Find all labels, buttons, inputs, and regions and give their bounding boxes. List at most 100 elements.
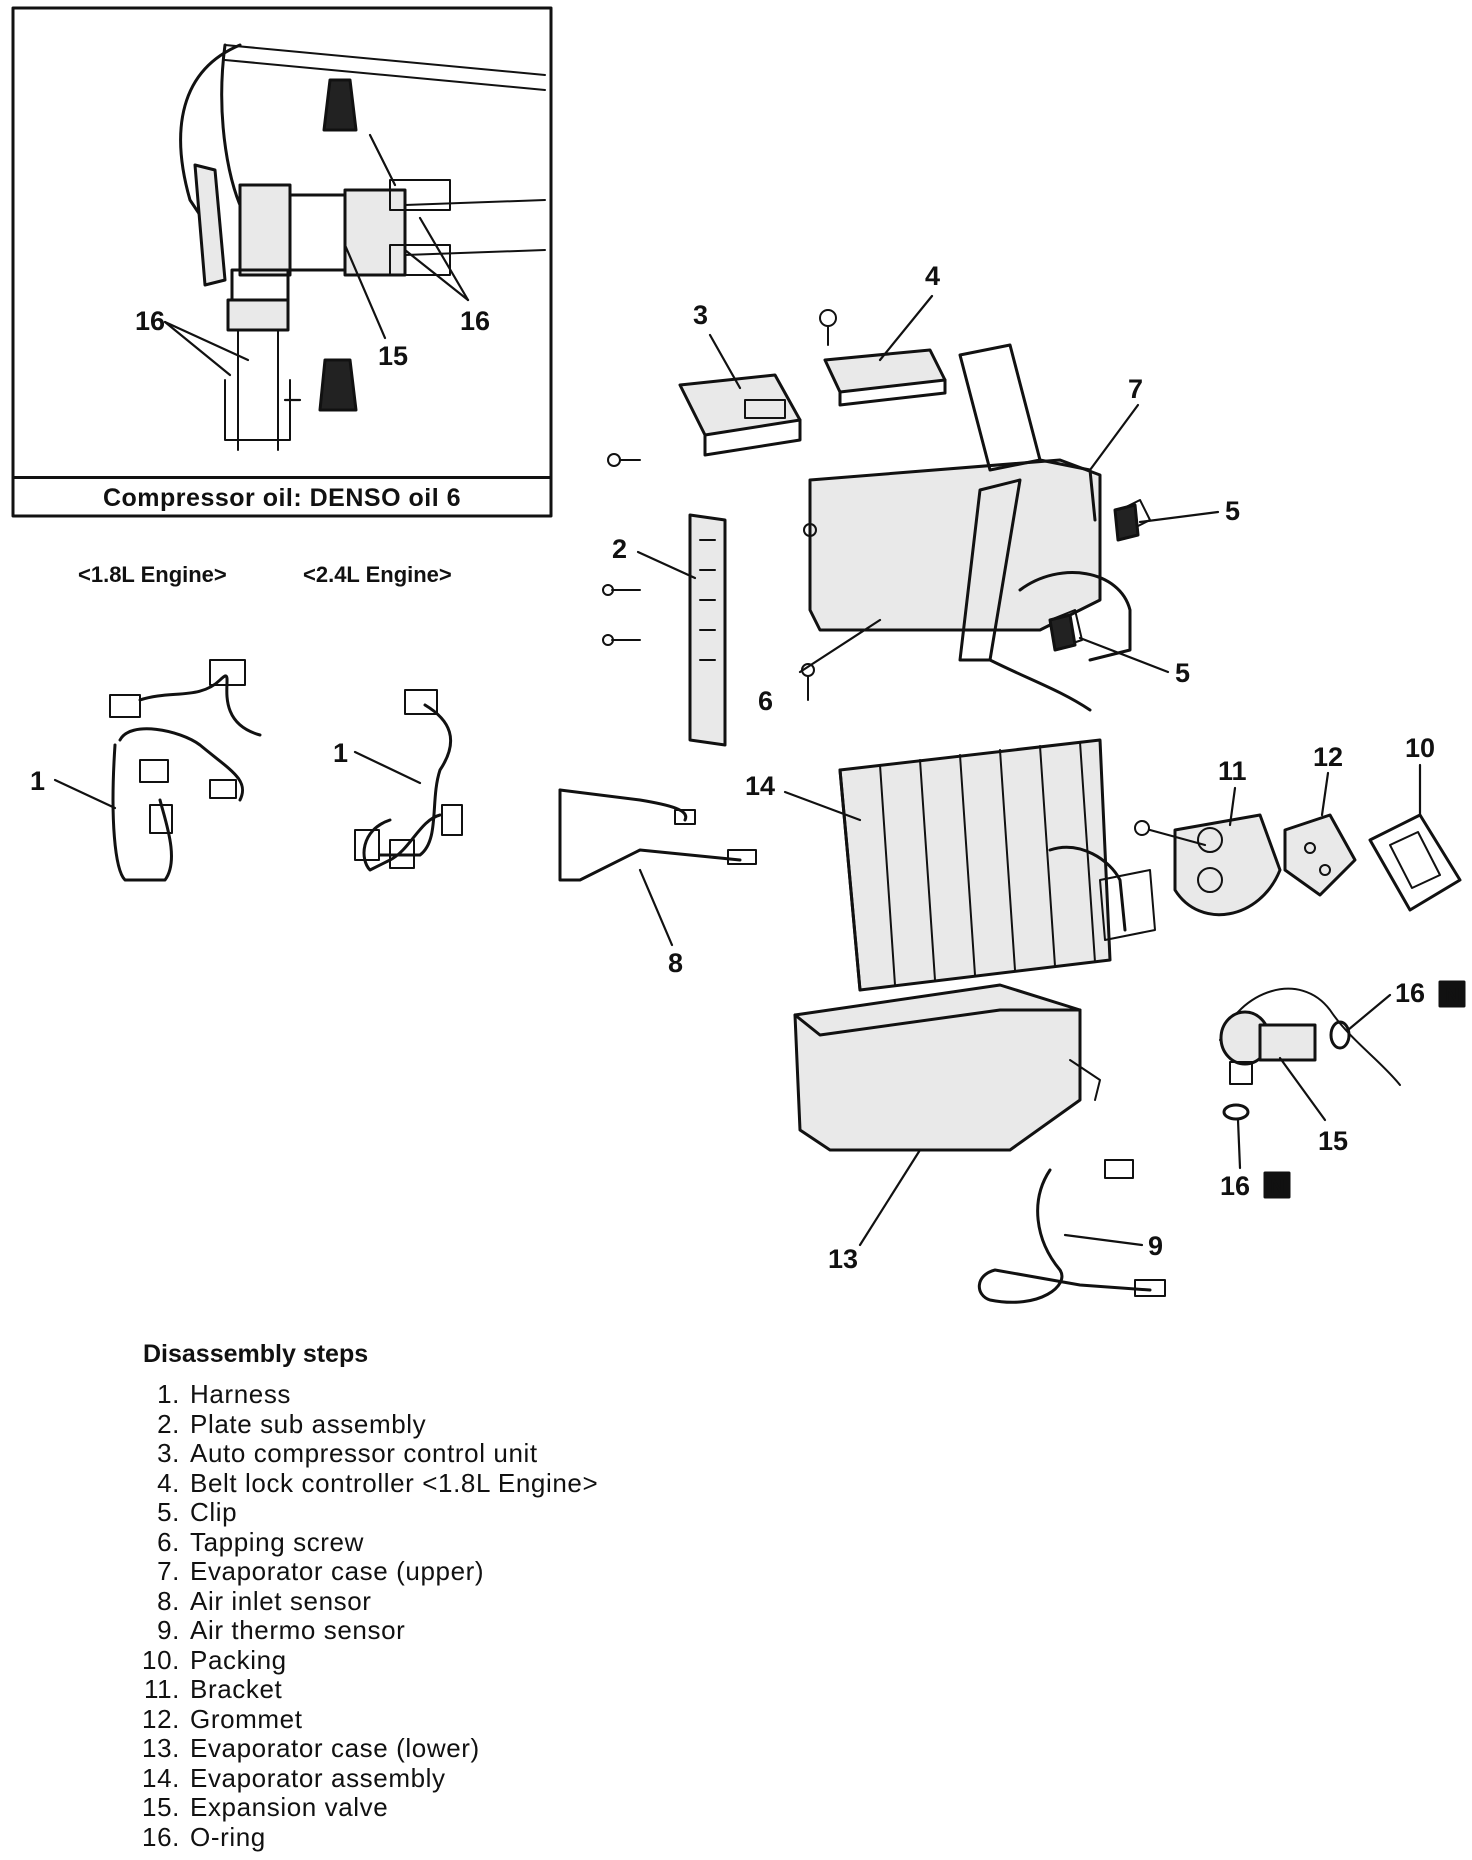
- step-text: Plate sub assembly: [190, 1408, 427, 1439]
- step-text: Evaporator assembly: [190, 1762, 446, 1793]
- clip-upper-illustration: [1113, 503, 1140, 542]
- packing-illustration: [1368, 813, 1462, 912]
- inset-caption: Compressor oil: DENSO oil 6: [13, 476, 551, 516]
- label-8: 8: [668, 948, 683, 978]
- air-thermo-sensor-illustration: [977, 1159, 1166, 1304]
- inset-expansion-valve-illustration: [179, 43, 546, 451]
- step-text: Evaporator case (upper): [190, 1556, 485, 1586]
- callout-8: 8: [638, 868, 683, 978]
- step-text: O-ring: [190, 1821, 266, 1852]
- callout-13: 13: [828, 1148, 922, 1274]
- inset-callout-15: 15: [343, 243, 408, 371]
- step-number: 12.: [142, 1703, 180, 1734]
- label-5-upper: 5: [1225, 496, 1240, 526]
- step-item: 4.Belt lock controller <1.8L Engine>: [130, 1467, 598, 1499]
- label-1-left: 1: [30, 766, 45, 796]
- callout-16-valve-bottom: 16 N: [1220, 1118, 1291, 1201]
- step-item: 10. Packing: [130, 1644, 598, 1676]
- callout-7: 7: [1088, 374, 1143, 472]
- step-item: 15.Expansion valve: [130, 1792, 598, 1823]
- step-number: 2.: [157, 1408, 180, 1439]
- label-6: 6: [758, 686, 773, 716]
- step-text: Packing: [190, 1644, 287, 1675]
- label-16-valve-right: 16: [1395, 978, 1425, 1008]
- plate-sub-assembly-illustration: [602, 513, 727, 747]
- step-item: 5.Clip: [130, 1497, 598, 1528]
- new-part-badge-right-letter: N: [1445, 985, 1459, 1007]
- callout-5-upper: 5: [1138, 496, 1240, 526]
- expansion-valve-illustration: [1219, 987, 1401, 1121]
- callout-9: 9: [1063, 1231, 1163, 1261]
- evaporator-case-upper-illustration: [801, 343, 1151, 712]
- engine-label-1.8l: <1.8L Engine>: [78, 562, 227, 587]
- callout-14: 14: [745, 771, 862, 822]
- callout-12: 12: [1313, 742, 1343, 817]
- callout-1-left: 1: [30, 766, 117, 810]
- step-item: 12. Grommet: [130, 1703, 598, 1735]
- step-text: Air thermo sensor: [190, 1615, 406, 1645]
- step-item: 16. O-ring: [130, 1821, 598, 1853]
- label-5-lower: 5: [1175, 658, 1190, 688]
- step-item: 11.Bracket: [130, 1674, 598, 1705]
- callout-5-lower: 5: [1078, 636, 1190, 688]
- step-number: 5.: [157, 1497, 180, 1527]
- label-12: 12: [1313, 742, 1343, 772]
- callout-2: 2: [612, 534, 697, 580]
- label-14: 14: [745, 771, 775, 801]
- step-number: 15.: [142, 1792, 180, 1822]
- step-number: 3.: [157, 1438, 180, 1468]
- callout-6: 6: [758, 618, 882, 716]
- step-number: 13.: [142, 1733, 180, 1763]
- step-item: 3.Auto compressor control unit: [130, 1438, 598, 1469]
- step-item: 9. Air thermo sensor: [130, 1615, 598, 1646]
- callout-16-valve-right: 16 N: [1346, 978, 1466, 1032]
- label-9: 9: [1148, 1231, 1163, 1261]
- clip-lower-illustration: [1048, 613, 1077, 652]
- inset-callout-16-left: 16: [135, 306, 250, 377]
- step-item: 14. Evaporator assembly: [130, 1762, 598, 1794]
- step-number: 16.: [142, 1821, 180, 1852]
- inset-label-15: 15: [378, 341, 408, 371]
- step-text: Air inlet sensor: [190, 1585, 372, 1616]
- evaporator-case-lower-illustration: [793, 983, 1101, 1152]
- callout-11: 11: [1148, 756, 1247, 847]
- new-part-badge-right: [1438, 980, 1466, 1008]
- label-13: 13: [828, 1244, 858, 1274]
- bracket-illustration: [1134, 813, 1282, 917]
- step-number: 9.: [157, 1615, 180, 1645]
- callout-3: 3: [693, 300, 742, 390]
- step-item: 13. Evaporator case (lower): [130, 1733, 598, 1764]
- callout-4: 4: [878, 261, 940, 362]
- step-text: Evaporator case (lower): [190, 1733, 480, 1763]
- label-15: 15: [1318, 1126, 1348, 1156]
- step-number: 8.: [157, 1585, 180, 1616]
- step-number: 11.: [143, 1674, 180, 1704]
- step-number: 14.: [142, 1762, 180, 1793]
- step-text: Tapping screw: [190, 1526, 364, 1557]
- label-1-right: 1: [333, 738, 348, 768]
- step-number: 10.: [142, 1644, 180, 1675]
- label-7: 7: [1128, 374, 1143, 404]
- disassembly-steps-title: Disassembly steps: [143, 1340, 369, 1368]
- label-3: 3: [693, 300, 708, 330]
- step-text: Grommet: [190, 1703, 303, 1734]
- step-number: 7.: [157, 1556, 180, 1586]
- label-2: 2: [612, 534, 627, 564]
- step-item: 8. Air inlet sensor: [130, 1585, 598, 1617]
- step-number: 6.: [157, 1526, 180, 1557]
- step-number: 1.: [157, 1379, 180, 1409]
- inset-label-16b: 16: [460, 306, 490, 336]
- new-part-badge-bottom-letter: N: [1270, 1176, 1284, 1198]
- step-number: 4.: [157, 1467, 180, 1498]
- new-part-badge-bottom: [1263, 1171, 1291, 1199]
- callout-15: 15: [1278, 1056, 1348, 1156]
- inset-label-16a: 16: [135, 306, 165, 336]
- label-11: 11: [1218, 756, 1247, 786]
- disassembly-steps-list: 1.Harness 2.Plate sub assembly 3.Auto co…: [130, 1379, 598, 1853]
- air-inlet-sensor-illustration: [558, 788, 757, 882]
- inset-callout-16-right: 16: [403, 216, 490, 336]
- callout-1-right: 1: [333, 738, 422, 785]
- step-item: 7. Evaporator case (upper): [130, 1556, 598, 1587]
- callout-10: 10: [1405, 733, 1435, 817]
